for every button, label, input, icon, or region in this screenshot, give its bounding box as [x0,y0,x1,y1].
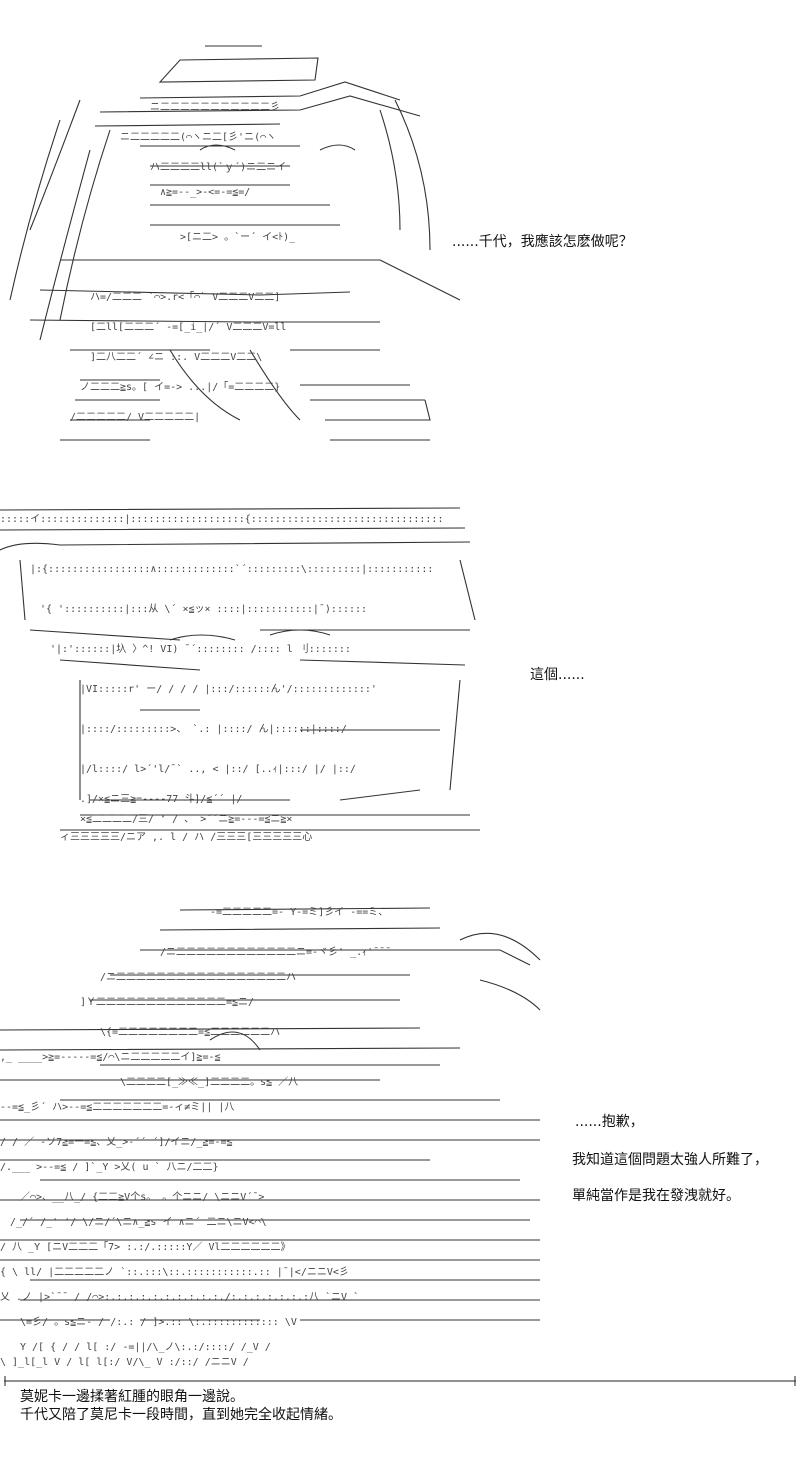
svg-text:,_ ____>≧=-----=≦/⌒\ニ二二二二二イ]≧=: ,_ ____>≧=-----=≦/⌒\ニ二二二二二イ]≧=-≦ [0,1052,221,1063]
svg-text:ハ=/二二二 ´⌒>.r<「⌒` V二二二V二二]: ハ=/二二二 ´⌒>.r<「⌒` V二二二V二二] [90,291,280,303]
dialogue-line-2: 我知道這個問題太強人所難了， [572,1152,768,1168]
ascii-art-figure-1: ニ二二二二二二二二二二二彡 ニ二二二二二(⌒ヽニ二[彡'ニ(⌒ヽ ハ二二二二ll… [9,45,461,441]
svg-text:/_/´ /_' '/ \/ニ/´\ニ∧_≧s イ ∧ニ´: /_/´ /_' '/ \/ニ/´\ニ∧_≧s イ ∧ニ´ 二ニ\ニV<⌒\ [10,1216,267,1228]
svg-text::::::イ::::::::::::::|:::::::::: :::::イ::::::::::::::|:::::::::::::::::::… [0,514,443,525]
svg-text:／⌒>、__八_/ {二二≧V个s。 。个ニニ/ \ニニV: ／⌒>、__八_/ {二二≧V个s。 。个ニニ/ \ニニV´¯> [20,1191,264,1203]
ascii-art-figure-3: -=二二二二二=- Y-=ミ]彡イ -==ミ、 /ニ二二二二二二二二二二二二ニ=… [0,907,541,1368]
svg-text:|VI:::::r' ー/ / / / |:::/:: |VI:::::r' ー/ / / / |:::/::::::ん'/::::::… [80,683,377,695]
svg-text:[二ll[二二二´ -=[_i_|/´ V二二二V=ll: [二ll[二二二´ -=[_i_|/´ V二二二V=ll [90,321,286,333]
svg-text:/ / ／ -ソ7≧=一=≦、乂_>-´´ ´]/イニ/_: / / ／ -ソ7≧=一=≦、乂_>-´´ ´]/イニ/_≧=-=≦ [0,1136,233,1148]
svg-text:乂 .ノ |>`¯¯ / /⌒>:.:.:.:.:: 乂 .ノ |>`¯¯ / /⌒>:.:.:.:.:.:.:.:.:.:./:.:… [0,1291,359,1303]
dialogue-line-3: 單純當作是我在發洩就好。 [572,1188,740,1204]
caption-line-1: 莫妮卡一邊揉著紅腫的眼角一邊說。 [20,1389,244,1405]
svg-text:]Ｙ二二二二二二二二二二二二二=≦ニ/: ]Ｙ二二二二二二二二二二二二二=≦ニ/ [80,997,254,1008]
svg-text:ニ二二二二二(⌒ヽニ二[彡'ニ(⌒ヽ: ニ二二二二二(⌒ヽニ二[彡'ニ(⌒ヽ [120,132,276,143]
svg-text:×≦二二二二/三/ ‘ / 、 >´´ニ≧=---=≦ニ≧: ×≦二二二二/三/ ‘ / 、 >´´ニ≧=---=≦ニ≧× [80,813,292,825]
panel-2: :::::イ::::::::::::::|:::::::::::::::::::… [0,460,800,860]
svg-text:>[ニ二> 。`ー´ イ<ﾄ)_: >[ニ二> 。`ー´ イ<ﾄ)_ [180,231,296,243]
svg-text:ニ二二二二二二二二二二二彡: ニ二二二二二二二二二二二彡 [150,102,280,113]
svg-text:\=彡/ 。s≦ニ- / /:.: / ]>.::: \=彡/ 。s≦ニ- / /:.: / ]>.:: \:.:::::::::::… [20,1317,297,1328]
svg-text:'{ '::::::::::|:::从 \´ ×≦ッ×: '{ '::::::::::|:::从 \´ ×≦ッ× ::::|:::::::… [40,603,367,615]
svg-text:]二八二二´ ∠ニ ::. V二二二V二二\: ]二八二二´ ∠ニ ::. V二二二V二二\ [90,351,262,363]
dialogue-line-1: ......抱歉， [575,1114,644,1130]
svg-text:ィ三三三三三/ニア ,. l / ハ ∕三三三[三三三三: ィ三三三三三/ニア ,. l / ハ ∕三三三[三三三三三心 [60,831,312,843]
svg-text:/ニ二二二二二二二二二二二二二二二二二ハ: /ニ二二二二二二二二二二二二二二二二二ハ [100,972,296,983]
ascii-art-figure-2: :::::イ::::::::::::::|:::::::::::::::::::… [0,507,480,843]
svg-text:--=≦_彡´ ハ>--=≦二二二二二二二=-ィ≠ミ|| |: --=≦_彡´ ハ>--=≦二二二二二二二=-ィ≠ミ|| |八 [0,1101,234,1113]
svg-text:'|:'::::::|圦 〉^! VI) ¯´: '|:'::::::|圦 〉^! VI) ¯´:::::::: /:::: l … [50,642,351,655]
svg-text:|:{:::::::::::::::::∧:::::::::: |:{:::::::::::::::::∧:::::::::::::`´::::… [30,563,433,575]
svg-text:ハ二二二二ll(`ｙ´)ニ二ニイ: ハ二二二二ll(`ｙ´)ニ二ニイ [150,161,286,173]
svg-text:Y /[ { / / l[ :/ -=||/\_ノ: Y /[ { / / l[ :/ -=||/\_ノ\:.:/::::/ /_V … [20,1342,271,1353]
svg-text:\ ]_l[_l V / l[ l[:/: \ ]_l[_l V / l[ l[:/ V/\_ V :/::/ /ニニV / [0,1357,249,1368]
svg-text:/ニ二二二二二二二二二二二二ニ=-ヾ彡' _.ｨ'¯¯¯: /ニ二二二二二二二二二二二二ニ=-ヾ彡' _.ｨ'¯¯¯ [160,947,391,958]
panel-3: -=二二二二二=- Y-=ミ]彡イ -==ミ、 /ニ二二二二二二二二二二二二ニ=… [0,880,800,1370]
svg-text:-=二二二二二=- Y-=ミ]彡イ -==ミ、: -=二二二二二=- Y-=ミ]彡イ -==ミ、 [210,907,388,918]
svg-text:|/l::::/ l>´'l/¯` .., < |::: |/l::::/ l>´'l/¯` .., < |::/ [..ｨ|:::/ |… [80,763,356,775]
divider-line [4,1376,796,1386]
svg-text:ノ二二二≧s。[ イ=-> ...|/「=二二二二}: ノ二二二≧s。[ イ=-> ...|/「=二二二二} [80,381,280,393]
svg-text:/ 八 _Y [ニV二二二「7> :.:/.:::::: / 八 _Y [ニV二二二「7> :.:/.:::::Y／ Vl二二二二二二》 [0,1241,291,1253]
svg-text:/二二二二二/ V二二二二二|: /二二二二二/ V二二二二二| [70,412,200,423]
dialogue-text: ......千代，我應該怎麽做呢？ [452,234,633,250]
svg-text:\{=二二二二二二二二=≦二二二二二二ハ: \{=二二二二二二二二=≦二二二二二二ハ [100,1027,280,1038]
svg-text:∧≧=--_>-<=-=≦=/: ∧≧=--_>-<=-=≦=/ [160,187,250,198]
dialogue-text: 這個...... [530,667,585,683]
svg-text:{ \ ll/ |二二二二二ノ `::.:::\:: { \ ll/ |二二二二二ノ `::.:::\::.:::::::::::.:… [0,1266,349,1278]
caption: 莫妮卡一邊揉著紅腫的眼角一邊說。 千代又陪了莫尼卡一段時間，直到她完全收起情緒。 [20,1388,342,1424]
svg-text:\二二二二[_≫≪_]二二二二。s≦ ／八: \二二二二[_≫≪_]二二二二。s≦ ／八 [120,1076,298,1088]
caption-line-2: 千代又陪了莫尼卡一段時間，直到她完全收起情緒。 [20,1407,342,1423]
svg-text:|::::/:::::::::>、 `.: |:: |::::/:::::::::>、 `.: |::::/ ん|::::::|::… [80,723,347,735]
svg-text:.]/×≦ニ三≧=----77 斗]/≦´´ |/: .]/×≦ニ三≧=----77 斗]/≦´´ |/ [80,793,242,805]
panel-1: ニ二二二二二二二二二二二彡 ニ二二二二二(⌒ヽニ二[彡'ニ(⌒ヽ ハ二二二二ll… [0,0,800,460]
svg-text:/.___ >--=≦ / ]`_Y >乂( u ` 八: /.___ >--=≦ / ]`_Y >乂( u ` 八ニ/二二} [0,1161,219,1173]
